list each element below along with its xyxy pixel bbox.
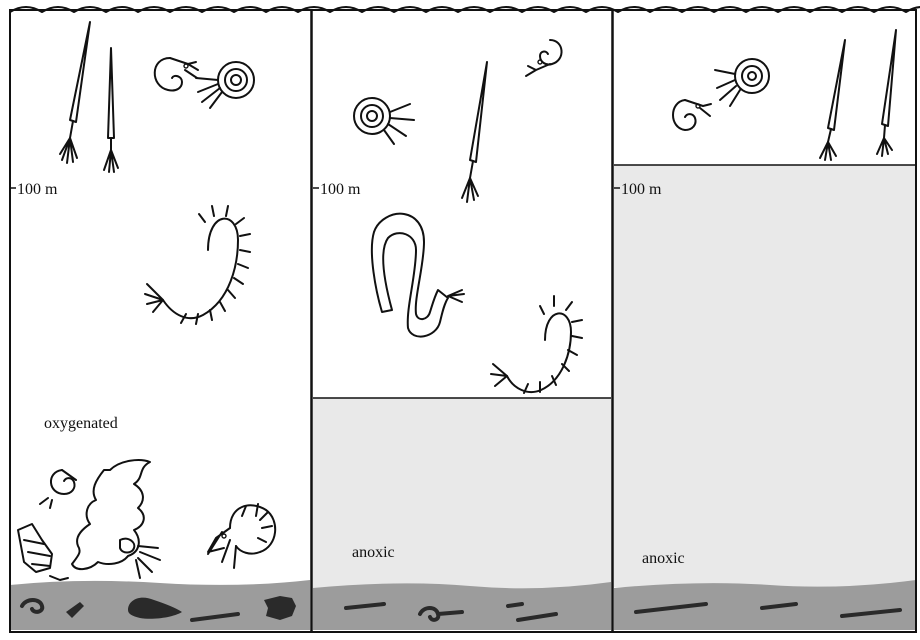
panel-1-depth-label: 100 m bbox=[17, 181, 58, 198]
panel-2-anoxic-label: anoxic bbox=[352, 544, 395, 561]
panel-3-depth-label: 100 m bbox=[621, 181, 662, 198]
panel-3 bbox=[614, 10, 916, 630]
panel-2 bbox=[313, 10, 611, 630]
panel-1-zone-label: oxygenated bbox=[44, 415, 118, 432]
panel-1 bbox=[10, 10, 310, 630]
panel-2-depth-label: 100 m bbox=[320, 181, 361, 198]
panel-3-sediment bbox=[614, 580, 916, 630]
panel-2-oxygenated-water bbox=[313, 10, 611, 398]
panel-3-anoxic-water bbox=[614, 165, 916, 587]
panel-3-anoxic-label: anoxic bbox=[642, 550, 685, 567]
